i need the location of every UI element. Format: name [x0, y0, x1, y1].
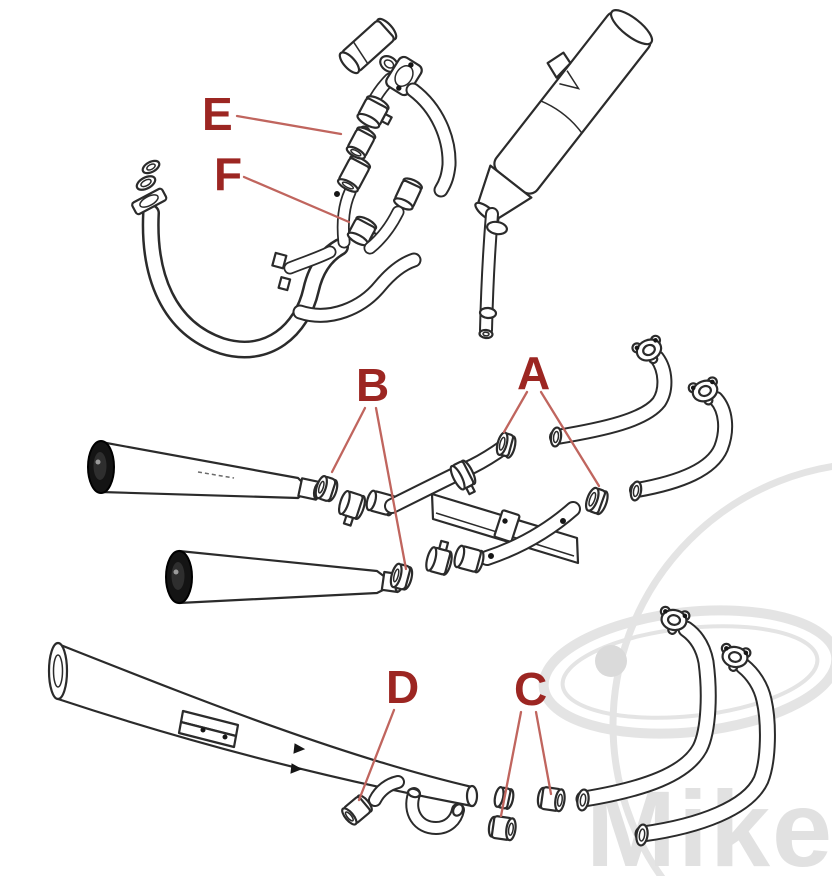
leader-C-1 — [499, 710, 523, 818]
collar-part-C-lower — [487, 815, 517, 842]
sleeve-part-E — [345, 126, 377, 160]
leader-C-2 — [534, 710, 553, 796]
middle-exhaust-system — [87, 334, 734, 605]
bottom-exhaust-system — [47, 605, 776, 847]
pipe-segment — [336, 155, 372, 193]
leader-B-2 — [374, 406, 408, 571]
leader-F — [242, 175, 351, 224]
header-flange — [720, 642, 752, 672]
sleeve-lower-branch — [453, 544, 485, 574]
part-label-F: F — [214, 148, 242, 200]
ring-part-B-upper — [314, 475, 339, 503]
retainer-ring — [141, 159, 161, 175]
part-label-C: C — [514, 663, 547, 715]
front-header-assembly — [131, 17, 457, 359]
watermark-circle — [609, 463, 832, 876]
gasket-part-A-lower — [584, 486, 609, 516]
header-flange — [687, 376, 719, 406]
part-labels: A B C D E F — [202, 88, 550, 715]
leader-lines — [235, 114, 601, 818]
part-label-A: A — [517, 347, 550, 399]
pipe-clamp — [449, 459, 477, 496]
collector-panel — [430, 492, 580, 565]
ring-part-B-lower — [389, 562, 414, 591]
part-label-D: D — [386, 661, 419, 713]
watermark-dot — [595, 645, 627, 677]
clamp-upper-branch — [337, 489, 367, 527]
leader-A-2 — [539, 390, 601, 488]
sleeve-part-D — [341, 794, 373, 826]
leader-A-1 — [502, 390, 529, 434]
collar-part-C-upper — [536, 786, 566, 813]
mounting-bracket — [177, 709, 240, 749]
megaphone-muffler-lower — [165, 549, 404, 605]
header-flange — [631, 334, 663, 365]
collector-tab — [271, 251, 288, 270]
header-flange — [659, 605, 691, 635]
leader-E — [235, 114, 343, 136]
gasket-part-A-upper — [495, 431, 517, 459]
part-label-E: E — [202, 88, 233, 140]
part-label-B: B — [356, 359, 389, 411]
leader-D — [357, 708, 396, 802]
mount-clamp-shell — [338, 17, 398, 75]
clamp-upper — [356, 95, 393, 129]
right-silencer — [474, 9, 654, 340]
silencer-bracket — [546, 51, 572, 79]
leader-B-1 — [330, 406, 367, 474]
clamp-lower-branch — [425, 539, 453, 576]
flange-gasket — [135, 175, 157, 191]
header-flange-left — [131, 187, 168, 216]
megaphone-muffler-upper — [87, 440, 323, 501]
